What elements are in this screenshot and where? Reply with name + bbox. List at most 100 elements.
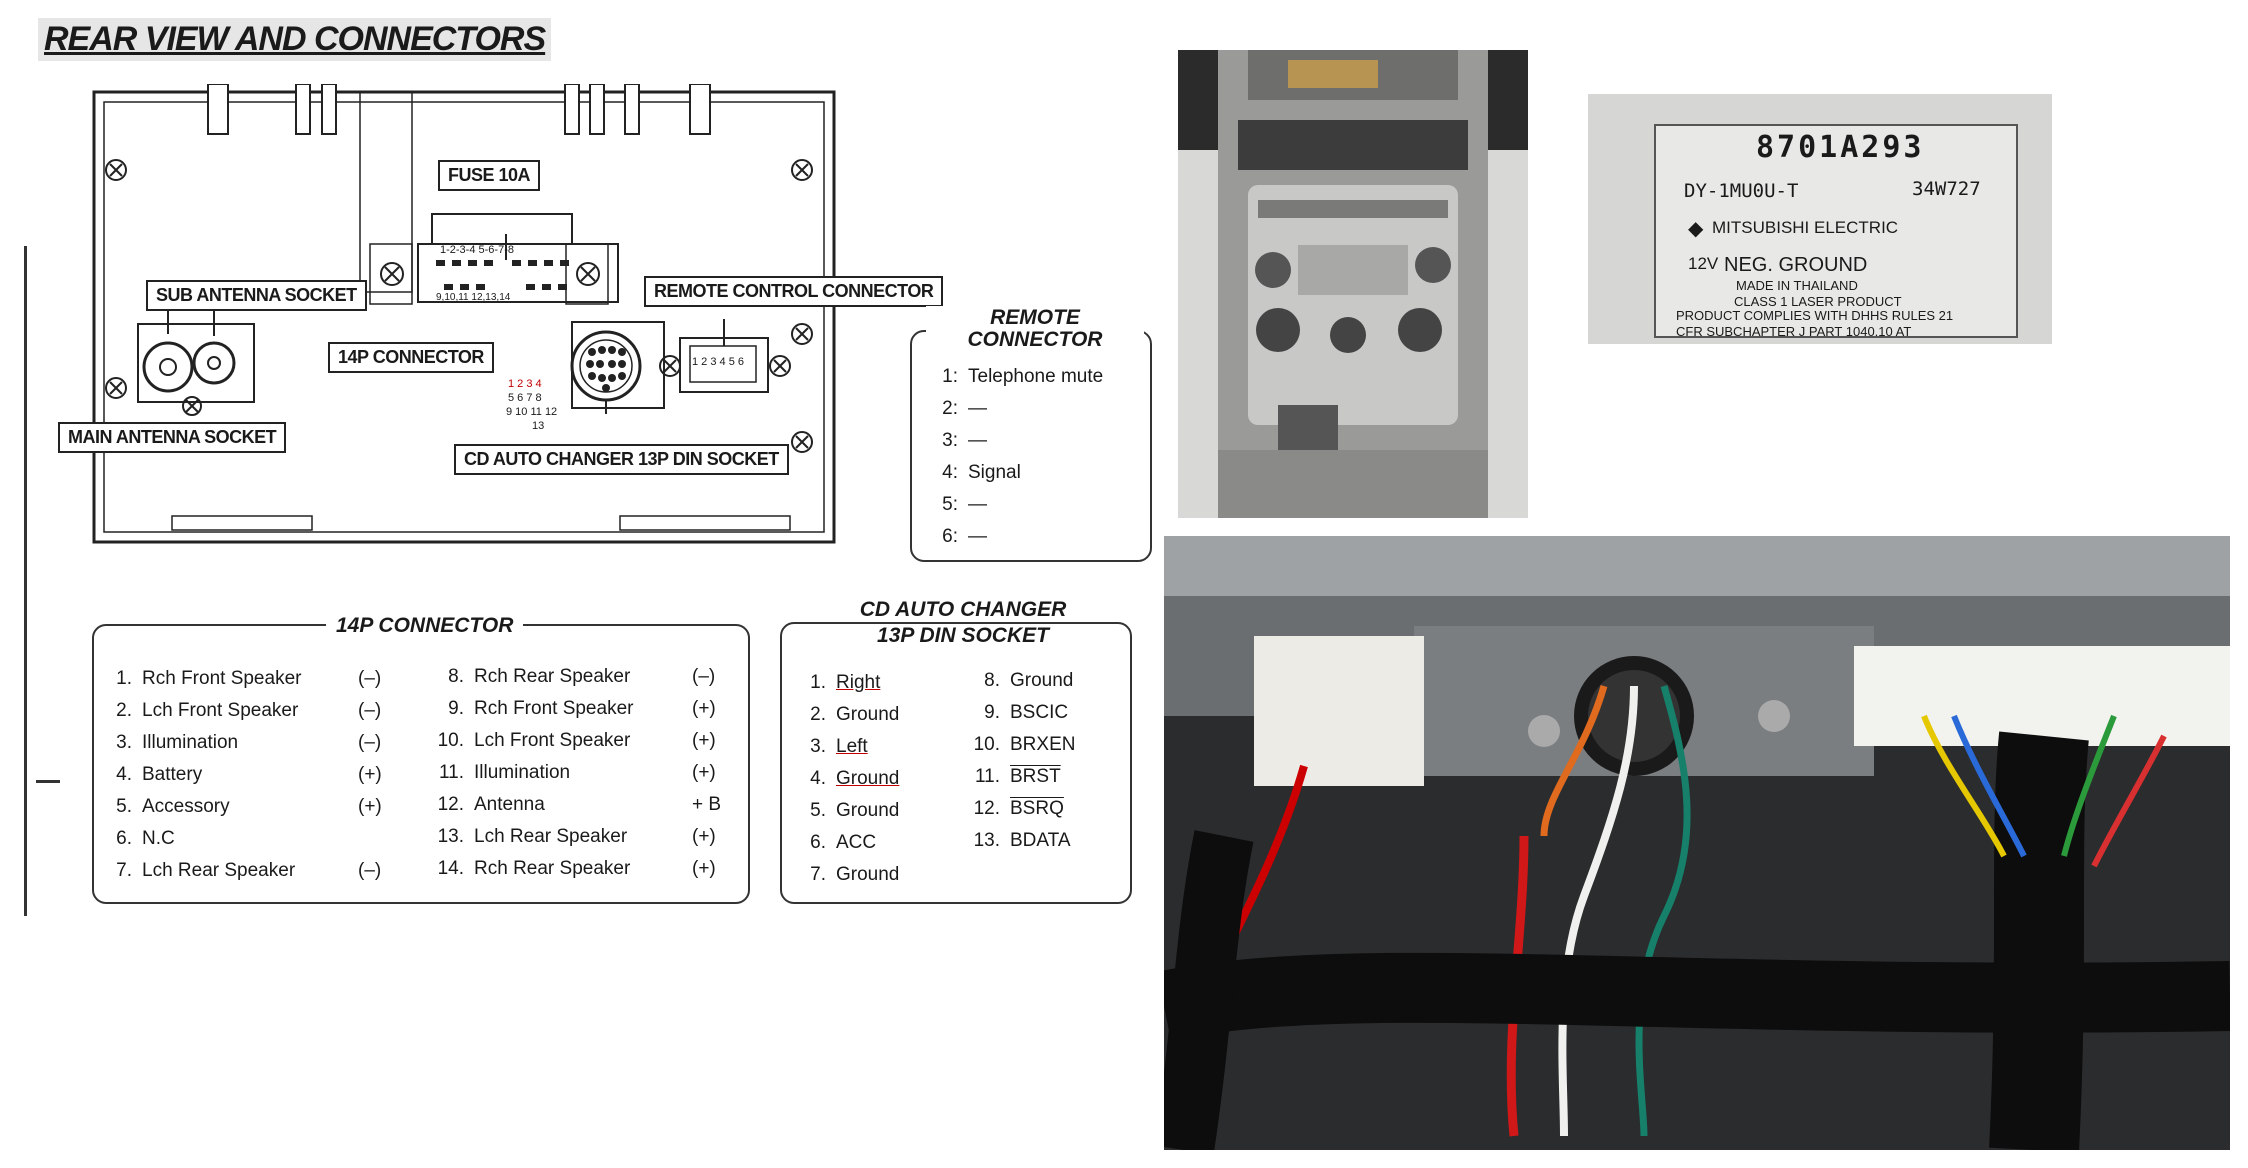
pin-number: 1: [942, 366, 958, 387]
pin-number: 4: [942, 462, 958, 483]
pin-number: 12. [437, 794, 464, 815]
pin-number: 6. [116, 828, 132, 849]
pin-function: — [968, 398, 987, 419]
pin-number: 5: [942, 494, 958, 515]
sub-antenna-label: SUB ANTENNA SOCKET [146, 280, 367, 311]
pin-polarity: (–) [358, 860, 382, 881]
main-antenna-label: MAIN ANTENNA SOCKET [58, 422, 287, 453]
pin-number: 14. [437, 858, 464, 879]
pin-number: 2. [116, 700, 132, 721]
pin-polarity: (+) [358, 764, 382, 785]
cd-pin-row: 3. Left [796, 736, 868, 758]
cd-pin-row: 2.Ground [796, 704, 899, 726]
pin-polarity: (–) [358, 700, 382, 721]
pin-function: BSCIC [1010, 702, 1069, 723]
wiring-photo [1164, 536, 2230, 1150]
pin-function: Illumination [474, 762, 571, 783]
pin-function: Antenna [474, 794, 545, 815]
pin-polarity: (–) [692, 666, 716, 687]
remote-pin-numbers: 1 2 3 4 5 6 [692, 356, 744, 368]
pin-function: — [968, 526, 987, 547]
remote-pin-row: 1: Telephone mute [930, 366, 1103, 388]
cd-pin-row: 5.Ground [796, 800, 899, 822]
pin-function: Accessory [142, 796, 230, 817]
pin-number: 7. [116, 860, 132, 881]
pin-polarity: (+) [692, 826, 716, 847]
pin-polarity: (+) [692, 858, 716, 879]
pin-function: Ground [836, 864, 900, 885]
pin-number: 9. [984, 702, 1000, 723]
pin-function: — [968, 430, 987, 451]
rear-view-diagram: FUSE 10A SUB ANTENNA SOCKET REMOTE CONTR… [58, 84, 944, 554]
dashboard-photo [1178, 50, 1528, 518]
pin-number: 3. [810, 736, 826, 757]
cd-pin-row: 8.Ground [960, 670, 1073, 692]
pin-polarity: (+) [692, 762, 716, 783]
remote-control-title-2: CONNECTOR [926, 328, 1144, 352]
din-pin-row-4: 13 [532, 420, 545, 432]
pin-number: 5. [810, 800, 826, 821]
pin-number: 3: [942, 430, 958, 451]
din-pin-row-2: 5 6 7 8 [508, 392, 542, 404]
product-label-photo: 8701A293 DY-1MU0U-T 34W727 ◆ MITSUBISHI … [1588, 94, 2052, 344]
pin-polarity: (+) [692, 730, 716, 751]
pin-number: 10. [437, 730, 464, 751]
pin-polarity: (–) [358, 668, 382, 689]
fuse-label: FUSE 10A [438, 160, 541, 191]
remote-pin-row: 6:— [930, 526, 987, 548]
remote-pin-row: 5:— [930, 494, 987, 516]
scan-edge-mark [36, 780, 60, 783]
pin-function: Telephone mute [968, 366, 1104, 387]
pin-function: Ground [836, 768, 900, 789]
p14-pin-row: 12. Antenna [424, 794, 545, 816]
p14-pin-row: 9.Rch Front Speaker [424, 698, 633, 720]
pin-function: N.C [142, 828, 175, 849]
din-pin-row-3: 9 10 11 12 [506, 406, 558, 418]
pin-number: 7. [810, 864, 826, 885]
cd-pin-row: 10. BRXEN [960, 734, 1076, 756]
p14-pin-row: 5.Accessory [100, 796, 230, 818]
pin-number: 10. [973, 734, 1000, 755]
pin-number: 1. [116, 668, 132, 689]
pin-number: 4. [810, 768, 826, 789]
pin-function: ACC [836, 832, 877, 853]
pin-number: 8. [984, 670, 1000, 691]
pin-function: Right [836, 672, 881, 693]
cd-pin-row: 1.Right [796, 672, 880, 694]
pin-function: BRXEN [1010, 734, 1076, 755]
p14-pin-row: 13.Lch Rear Speaker [424, 826, 628, 848]
pin-function: Battery [142, 764, 203, 785]
label-laser: CLASS 1 LASER PRODUCT [1734, 294, 1902, 309]
remote-connector-label: REMOTE CONTROL CONNECTOR [644, 276, 944, 307]
pin-function: Lch Front Speaker [474, 730, 631, 751]
remote-pin-row: 2:— [930, 398, 987, 420]
pin-polarity: (–) [358, 732, 382, 753]
cd-pin-row: 7. Ground [796, 864, 899, 886]
scan-edge-mark [24, 246, 27, 916]
label-made-in: MADE IN THAILAND [1736, 278, 1858, 293]
pin-number: 3. [116, 732, 132, 753]
pin-number: 13. [437, 826, 464, 847]
cd-changer-title-2: 13P DIN SOCKET [848, 624, 1078, 648]
remote-pin-row: 3: — [930, 430, 987, 452]
cd-pin-row: 9. BSCIC [960, 702, 1068, 724]
pin-function: Signal [968, 462, 1021, 483]
pin-function: BDATA [1010, 830, 1071, 851]
pin-number: 8. [448, 666, 464, 687]
pin-number: 2. [810, 704, 826, 725]
din-pin-row-1: 1 2 3 4 [508, 378, 542, 390]
pin-function: Rch Rear Speaker [474, 858, 631, 879]
p14-pin-row: 1.Rch Front Speaker [100, 668, 301, 690]
label-subchapter: CFR SUBCHAPTER J PART 1040.10 AT [1676, 324, 1912, 339]
p14-pin-row: 4.Battery [100, 764, 202, 786]
pin-function: Illumination [142, 732, 239, 753]
cd-pin-row: 6. ACC [796, 832, 876, 854]
pin-function: Left [836, 736, 868, 757]
pin-function: BSRQ [1010, 798, 1064, 819]
label-code: 34W727 [1912, 178, 1981, 200]
p14-pin-row: 14. Rch Rear Speaker [424, 858, 631, 880]
pin-number: 6. [810, 832, 826, 853]
label-part-number: 8701A293 [1756, 130, 1925, 165]
p14-connector-label: 14P CONNECTOR [328, 342, 494, 373]
cd-socket-label: CD AUTO CHANGER 13P DIN SOCKET [454, 444, 789, 475]
